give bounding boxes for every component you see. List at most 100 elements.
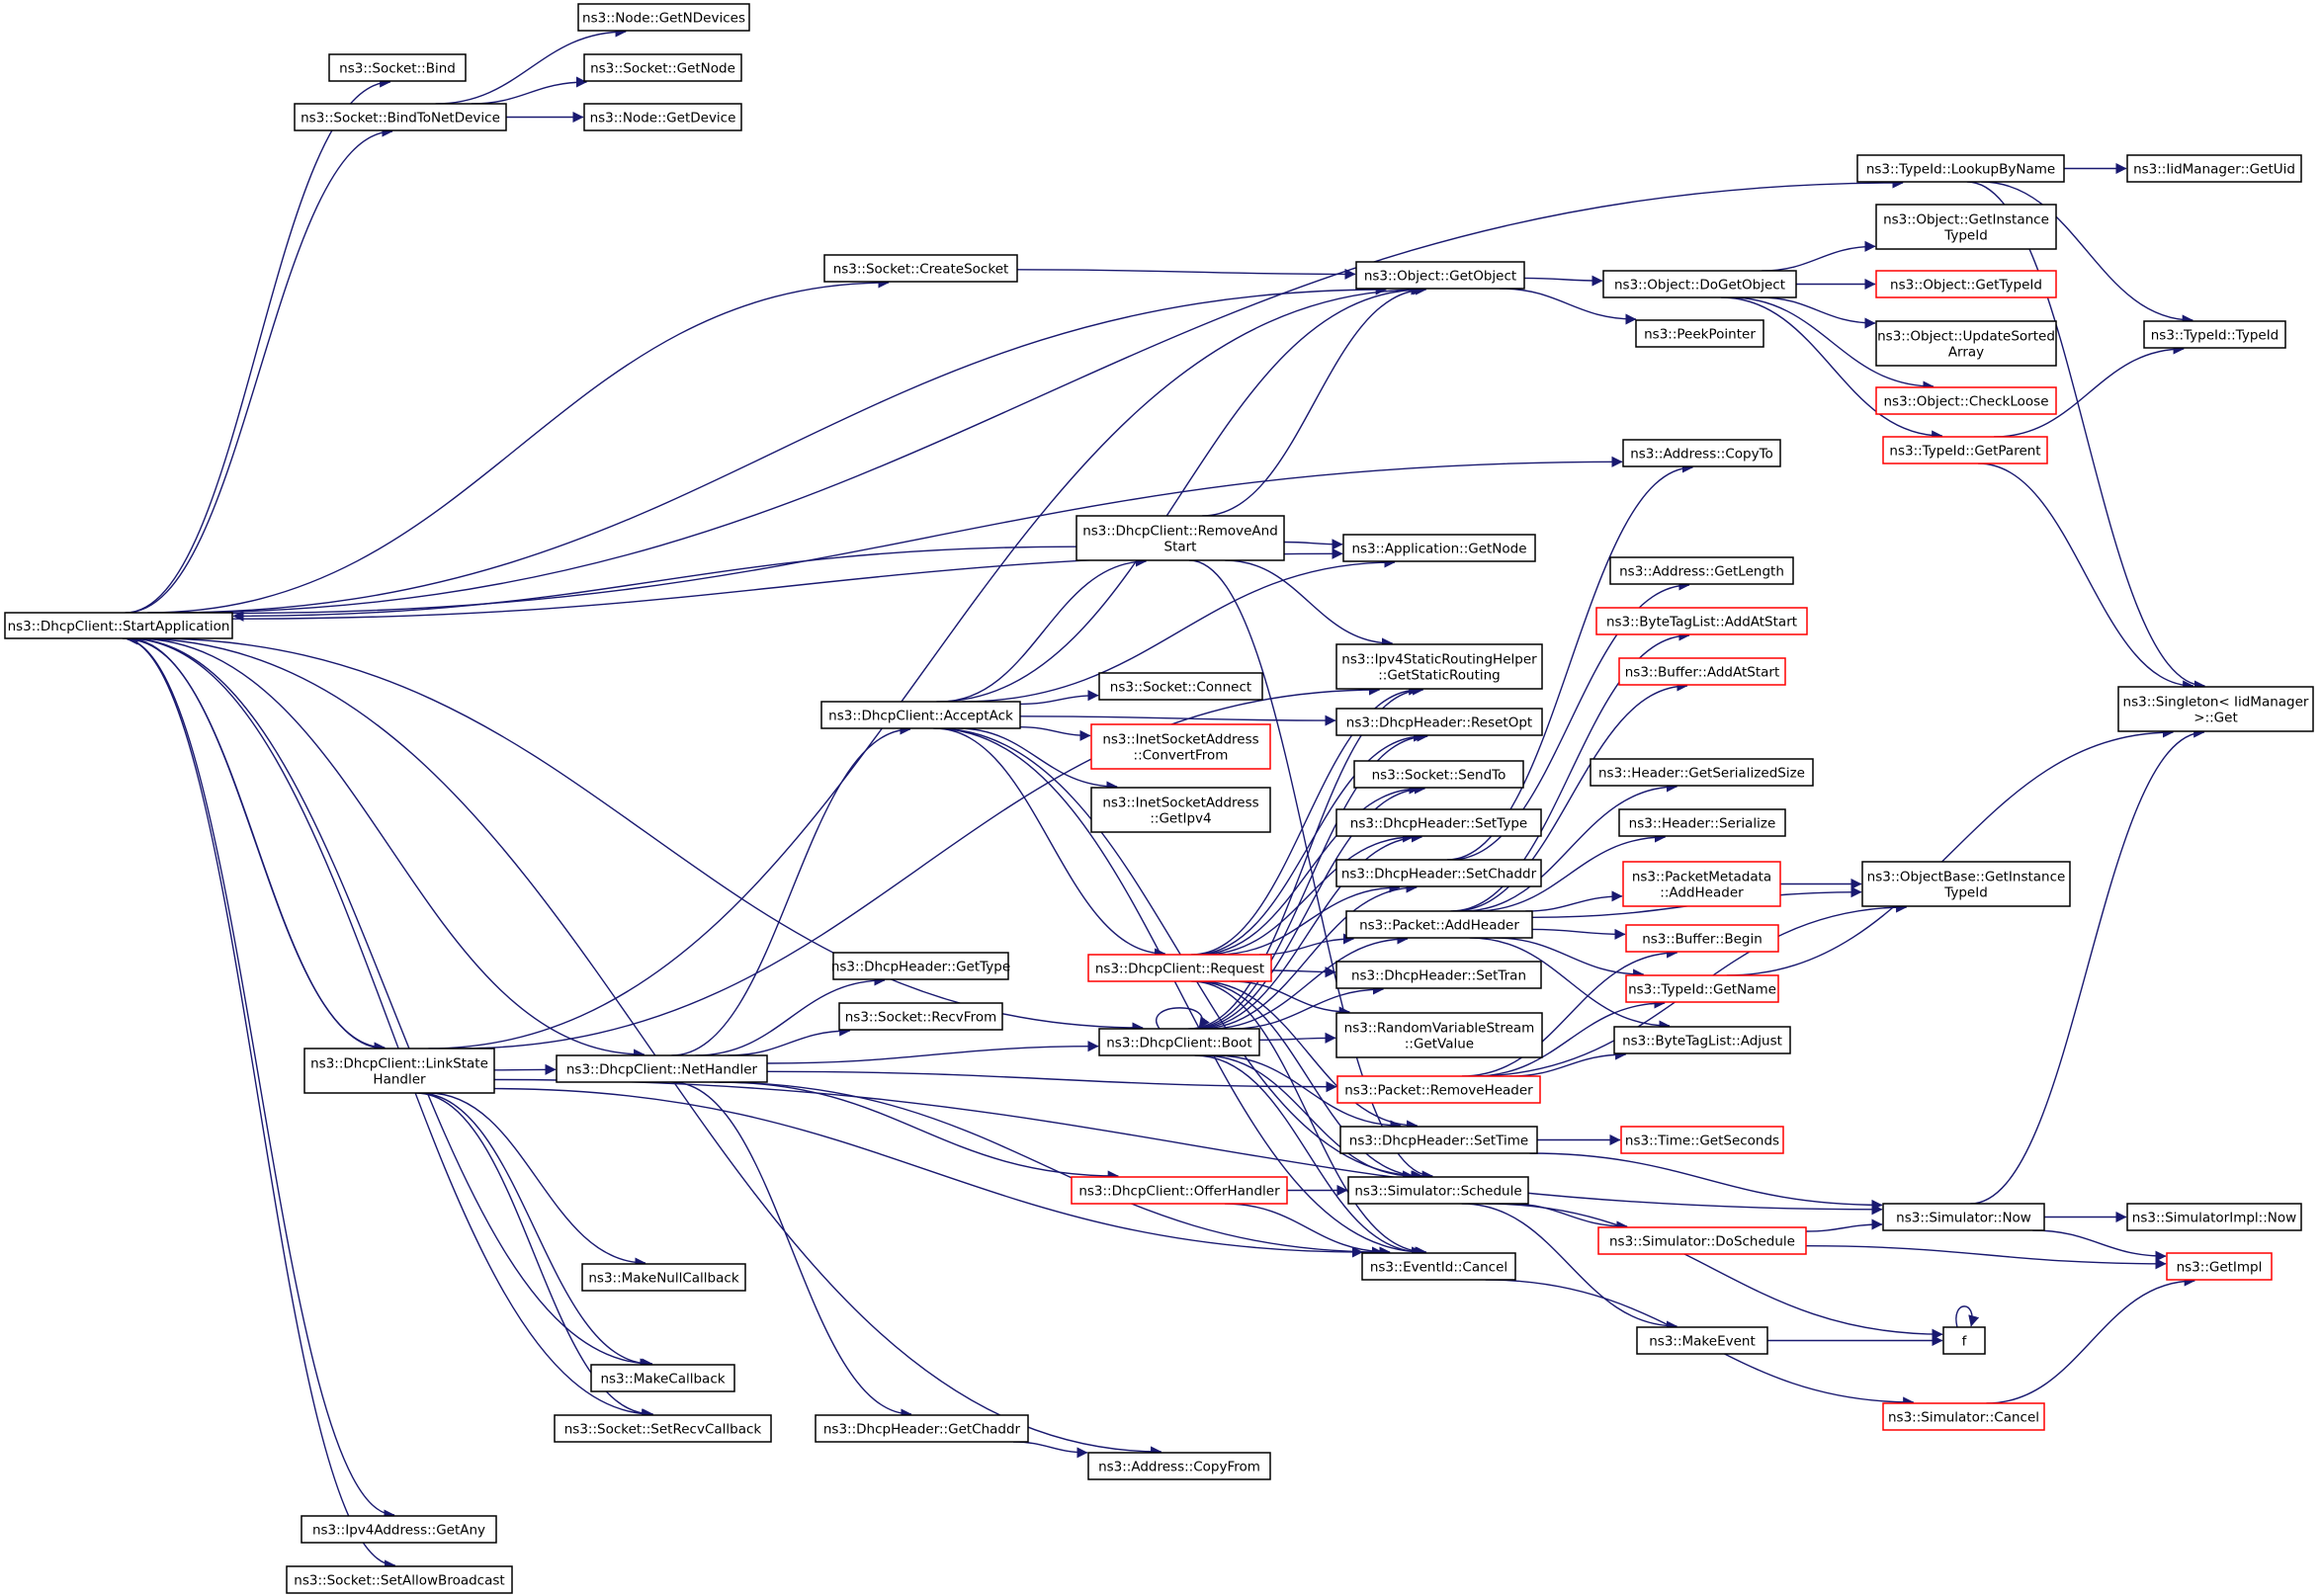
node-getparent[interactable]: ns3::TypeId::GetParent <box>1882 436 2048 464</box>
node-peek[interactable]: ns3::PeekPointer <box>1635 319 1764 348</box>
node-typeidc[interactable]: ns3::TypeId::TypeId <box>2143 320 2286 349</box>
node-rvsgetval[interactable]: ns3::RandomVariableStream::GetValue <box>1335 1012 1543 1058</box>
node-label: ns3::Socket::Bind <box>339 61 456 77</box>
node-label: ns3::Header::GetSerializedSize <box>1598 766 1805 782</box>
node-label: ns3::SimulatorImpl::Now <box>2132 1211 2296 1226</box>
node-simnow[interactable]: ns3::Simulator::Now <box>1882 1203 2045 1231</box>
node-bufbegin[interactable]: ns3::Buffer::Begin <box>1625 924 1779 953</box>
node-nethandler[interactable]: ns3::DhcpClient::NetHandler <box>556 1054 768 1083</box>
node-addheader[interactable]: ns3::Packet::AddHeader <box>1345 910 1533 939</box>
node-f[interactable]: f <box>1942 1326 1986 1355</box>
node-nullcb[interactable]: ns3::MakeNullCallback <box>581 1263 746 1292</box>
node-simcancel[interactable]: ns3::Simulator::Cancel <box>1882 1402 2045 1431</box>
node-getlen[interactable]: ns3::Address::GetLength <box>1609 556 1794 585</box>
node-label: ns3::Node::GetDevice <box>590 111 736 126</box>
node-label: ns3::Object::GetTypeId <box>1890 278 2042 294</box>
node-btladd[interactable]: ns3::ByteTagList::AddAtStart <box>1595 607 1808 635</box>
node-cancel[interactable]: ns3::EventId::Cancel <box>1361 1252 1516 1281</box>
node-hdrsersize[interactable]: ns3::Header::GetSerializedSize <box>1590 758 1814 787</box>
node-setrecvcb[interactable]: ns3::Socket::SetRecvCallback <box>554 1414 772 1443</box>
node-getname[interactable]: ns3::TypeId::GetName <box>1625 974 1779 1003</box>
node-getseconds[interactable]: ns3::Time::GetSeconds <box>1620 1126 1784 1154</box>
node-label: ns3::Packet::RemoveHeader <box>1344 1083 1533 1099</box>
edge-boot-to-sendto <box>1192 783 1426 1030</box>
node-allowbcast[interactable]: ns3::Socket::SetAllowBroadcast <box>286 1565 513 1594</box>
node-simschedule[interactable]: ns3::Simulator::Schedule <box>1347 1176 1529 1205</box>
node-settime[interactable]: ns3::DhcpHeader::SetTime <box>1339 1126 1538 1154</box>
node-label: ns3::RandomVariableStream <box>1344 1021 1535 1037</box>
node-staticroute[interactable]: ns3::Ipv4StaticRoutingHelper::GetStaticR… <box>1335 643 1543 690</box>
node-bufadd[interactable]: ns3::Buffer::AddAtStart <box>1618 657 1786 686</box>
node-settran[interactable]: ns3::DhcpHeader::SetTran <box>1335 961 1542 989</box>
node-box <box>1861 861 2071 907</box>
node-getdev[interactable]: ns3::Node::GetDevice <box>583 103 742 131</box>
node-label: ns3::Object::GetInstance <box>1883 212 2049 228</box>
node-settype[interactable]: ns3::DhcpHeader::SetType <box>1335 808 1542 837</box>
node-boot[interactable]: ns3::DhcpClient::Boot <box>1098 1028 1260 1056</box>
edge-request-to-resetopt <box>1193 730 1425 956</box>
node-getimpl[interactable]: ns3::GetImpl <box>2166 1252 2273 1281</box>
node-box <box>1622 439 1781 467</box>
edge-acceptack-to-appgetnode <box>962 556 1396 703</box>
node-iidguid[interactable]: ns3::IidManager::GetUid <box>2126 154 2302 183</box>
node-start[interactable]: ns3::DhcpClient::StartApplication <box>4 612 233 639</box>
node-getnd[interactable]: ns3::Node::GetNDevices <box>577 3 750 32</box>
node-bind[interactable]: ns3::Socket::Bind <box>328 53 467 82</box>
node-getobj[interactable]: ns3::Object::GetObject <box>1355 261 1525 290</box>
node-recvfrom[interactable]: ns3::Socket::RecvFrom <box>838 1002 1003 1031</box>
node-box <box>294 103 507 131</box>
node-createsock[interactable]: ns3::Socket::CreateSocket <box>823 254 1018 283</box>
edge-offerhandler-to-cancel <box>1224 1203 1391 1258</box>
node-label: ns3::Address::CopyTo <box>1630 447 1773 462</box>
node-sendto[interactable]: ns3::Socket::SendTo <box>1353 760 1524 789</box>
node-gettypeid[interactable]: ns3::Object::GetTypeId <box>1875 270 2057 298</box>
node-simimplnow[interactable]: ns3::SimulatorImpl::Now <box>2126 1203 2302 1231</box>
node-setchaddr[interactable]: ns3::DhcpHeader::SetChaddr <box>1335 859 1542 887</box>
edge-boot-to-settype <box>1194 831 1422 1030</box>
edge-addheader-to-hdrsersize <box>1462 781 1678 912</box>
edge-nethandler-to-boot <box>766 1041 1099 1064</box>
node-box <box>1098 1028 1260 1056</box>
node-resetopt[interactable]: ns3::DhcpHeader::ResetOpt <box>1335 708 1543 736</box>
node-checkloose[interactable]: ns3::Object::CheckLoose <box>1875 386 2057 415</box>
node-copyfrom[interactable]: ns3::Address::CopyFrom <box>1087 1452 1271 1480</box>
node-pmaddhdr[interactable]: ns3::PacketMetadata::AddHeader <box>1622 861 1781 907</box>
node-doschedule[interactable]: ns3::Simulator::DoSchedule <box>1597 1226 1807 1255</box>
node-copyto[interactable]: ns3::Address::CopyTo <box>1622 439 1781 467</box>
node-sgetnode[interactable]: ns3::Socket::GetNode <box>583 53 742 82</box>
node-dogetobj[interactable]: ns3::Object::DoGetObject <box>1602 270 1797 298</box>
node-acceptack[interactable]: ns3::DhcpClient::AcceptAck <box>820 701 1021 729</box>
node-box <box>1342 534 1536 562</box>
node-hdrserialize[interactable]: ns3::Header::Serialize <box>1618 808 1786 837</box>
node-removehdr[interactable]: ns3::Packet::RemoveHeader <box>1336 1075 1541 1104</box>
node-getipv4[interactable]: ns3::InetSocketAddress::GetIpv4 <box>1090 787 1271 833</box>
node-request[interactable]: ns3::DhcpClient::Request <box>1087 954 1272 982</box>
edge-setchaddr-to-getlen <box>1450 579 1690 861</box>
node-bindnd[interactable]: ns3::Socket::BindToNetDevice <box>294 103 507 131</box>
node-box <box>581 1263 746 1292</box>
edge-start-to-ipv4any <box>122 637 395 1521</box>
node-makeevent[interactable]: ns3::MakeEvent <box>1636 1326 1768 1355</box>
node-label: ns3::Object::CheckLoose <box>1883 394 2048 410</box>
node-convertfrom[interactable]: ns3::InetSocketAddress::ConvertFrom <box>1090 723 1271 770</box>
edge-simschedule-to-makeevent <box>1461 1203 1678 1332</box>
edge-request-to-setchaddr <box>1216 882 1401 956</box>
edge-addheader-to-getname <box>1494 937 1645 980</box>
node-gettypehdr[interactable]: ns3::DhcpHeader::GetType <box>831 952 1010 980</box>
node-offerhandler[interactable]: ns3::DhcpClient::OfferHandler <box>1071 1176 1288 1205</box>
node-makecb[interactable]: ns3::MakeCallback <box>590 1364 735 1392</box>
node-lookup[interactable]: ns3::TypeId::LookupByName <box>1856 154 2065 183</box>
node-singleton[interactable]: ns3::Singleton< IidManager>::Get <box>2117 686 2314 732</box>
node-appgetnode[interactable]: ns3::Application::GetNode <box>1342 534 1536 562</box>
node-ipv4any[interactable]: ns3::Ipv4Address::GetAny <box>301 1515 497 1544</box>
node-getchaddr[interactable]: ns3::DhcpHeader::GetChaddr <box>815 1414 1029 1443</box>
node-connect[interactable]: ns3::Socket::Connect <box>1098 672 1263 701</box>
node-label: ns3::Socket::GetNode <box>590 61 735 77</box>
node-label: ns3::Packet::AddHeader <box>1359 918 1519 934</box>
node-btladjust[interactable]: ns3::ByteTagList::Adjust <box>1613 1026 1791 1054</box>
